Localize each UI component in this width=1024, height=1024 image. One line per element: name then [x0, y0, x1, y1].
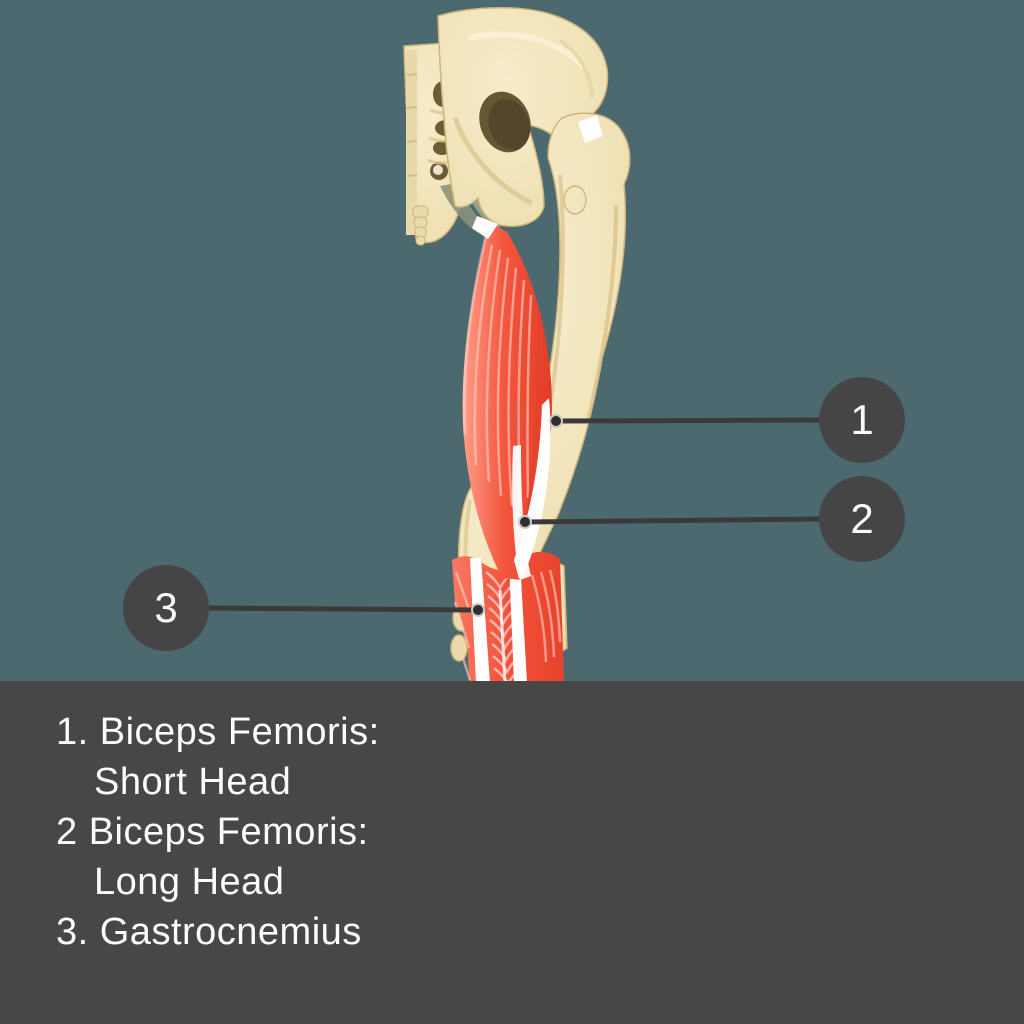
legend-line-4: Long Head — [94, 861, 285, 903]
gastrocnemius-tendon-right — [509, 560, 527, 683]
legend-line-3: 2 Biceps Femoris: — [56, 811, 369, 853]
legend-line-5: 3. Gastrocnemius — [56, 911, 362, 953]
pelvis-bone[interactable] — [437, 7, 609, 227]
legend-panel: 1. Biceps Femoris: Short Head 2 Biceps F… — [0, 681, 1024, 1024]
biceps-femoris-inner-tendon — [512, 445, 531, 580]
marker-circle-1[interactable]: 1 — [819, 377, 905, 463]
marker-2-label: 2 — [850, 495, 874, 542]
marker-circle-2[interactable]: 2 — [819, 476, 905, 562]
legend-line-1: 1. Biceps Femoris: — [56, 711, 380, 753]
gastrocnemius-tendon-left — [470, 558, 490, 683]
marker-3-label: 3 — [154, 584, 178, 631]
marker-circle-3[interactable]: 3 — [123, 565, 209, 651]
cut-tendon-patch — [578, 115, 603, 143]
gastrocnemius-muscle[interactable] — [452, 551, 564, 686]
coccyx-bone — [412, 205, 429, 246]
marker-1-label: 1 — [850, 396, 874, 443]
biceps-femoris-origin-tendon — [472, 216, 498, 239]
legend-line-2: Short Head — [94, 761, 292, 803]
biceps-femoris-muscle[interactable] — [462, 216, 552, 580]
